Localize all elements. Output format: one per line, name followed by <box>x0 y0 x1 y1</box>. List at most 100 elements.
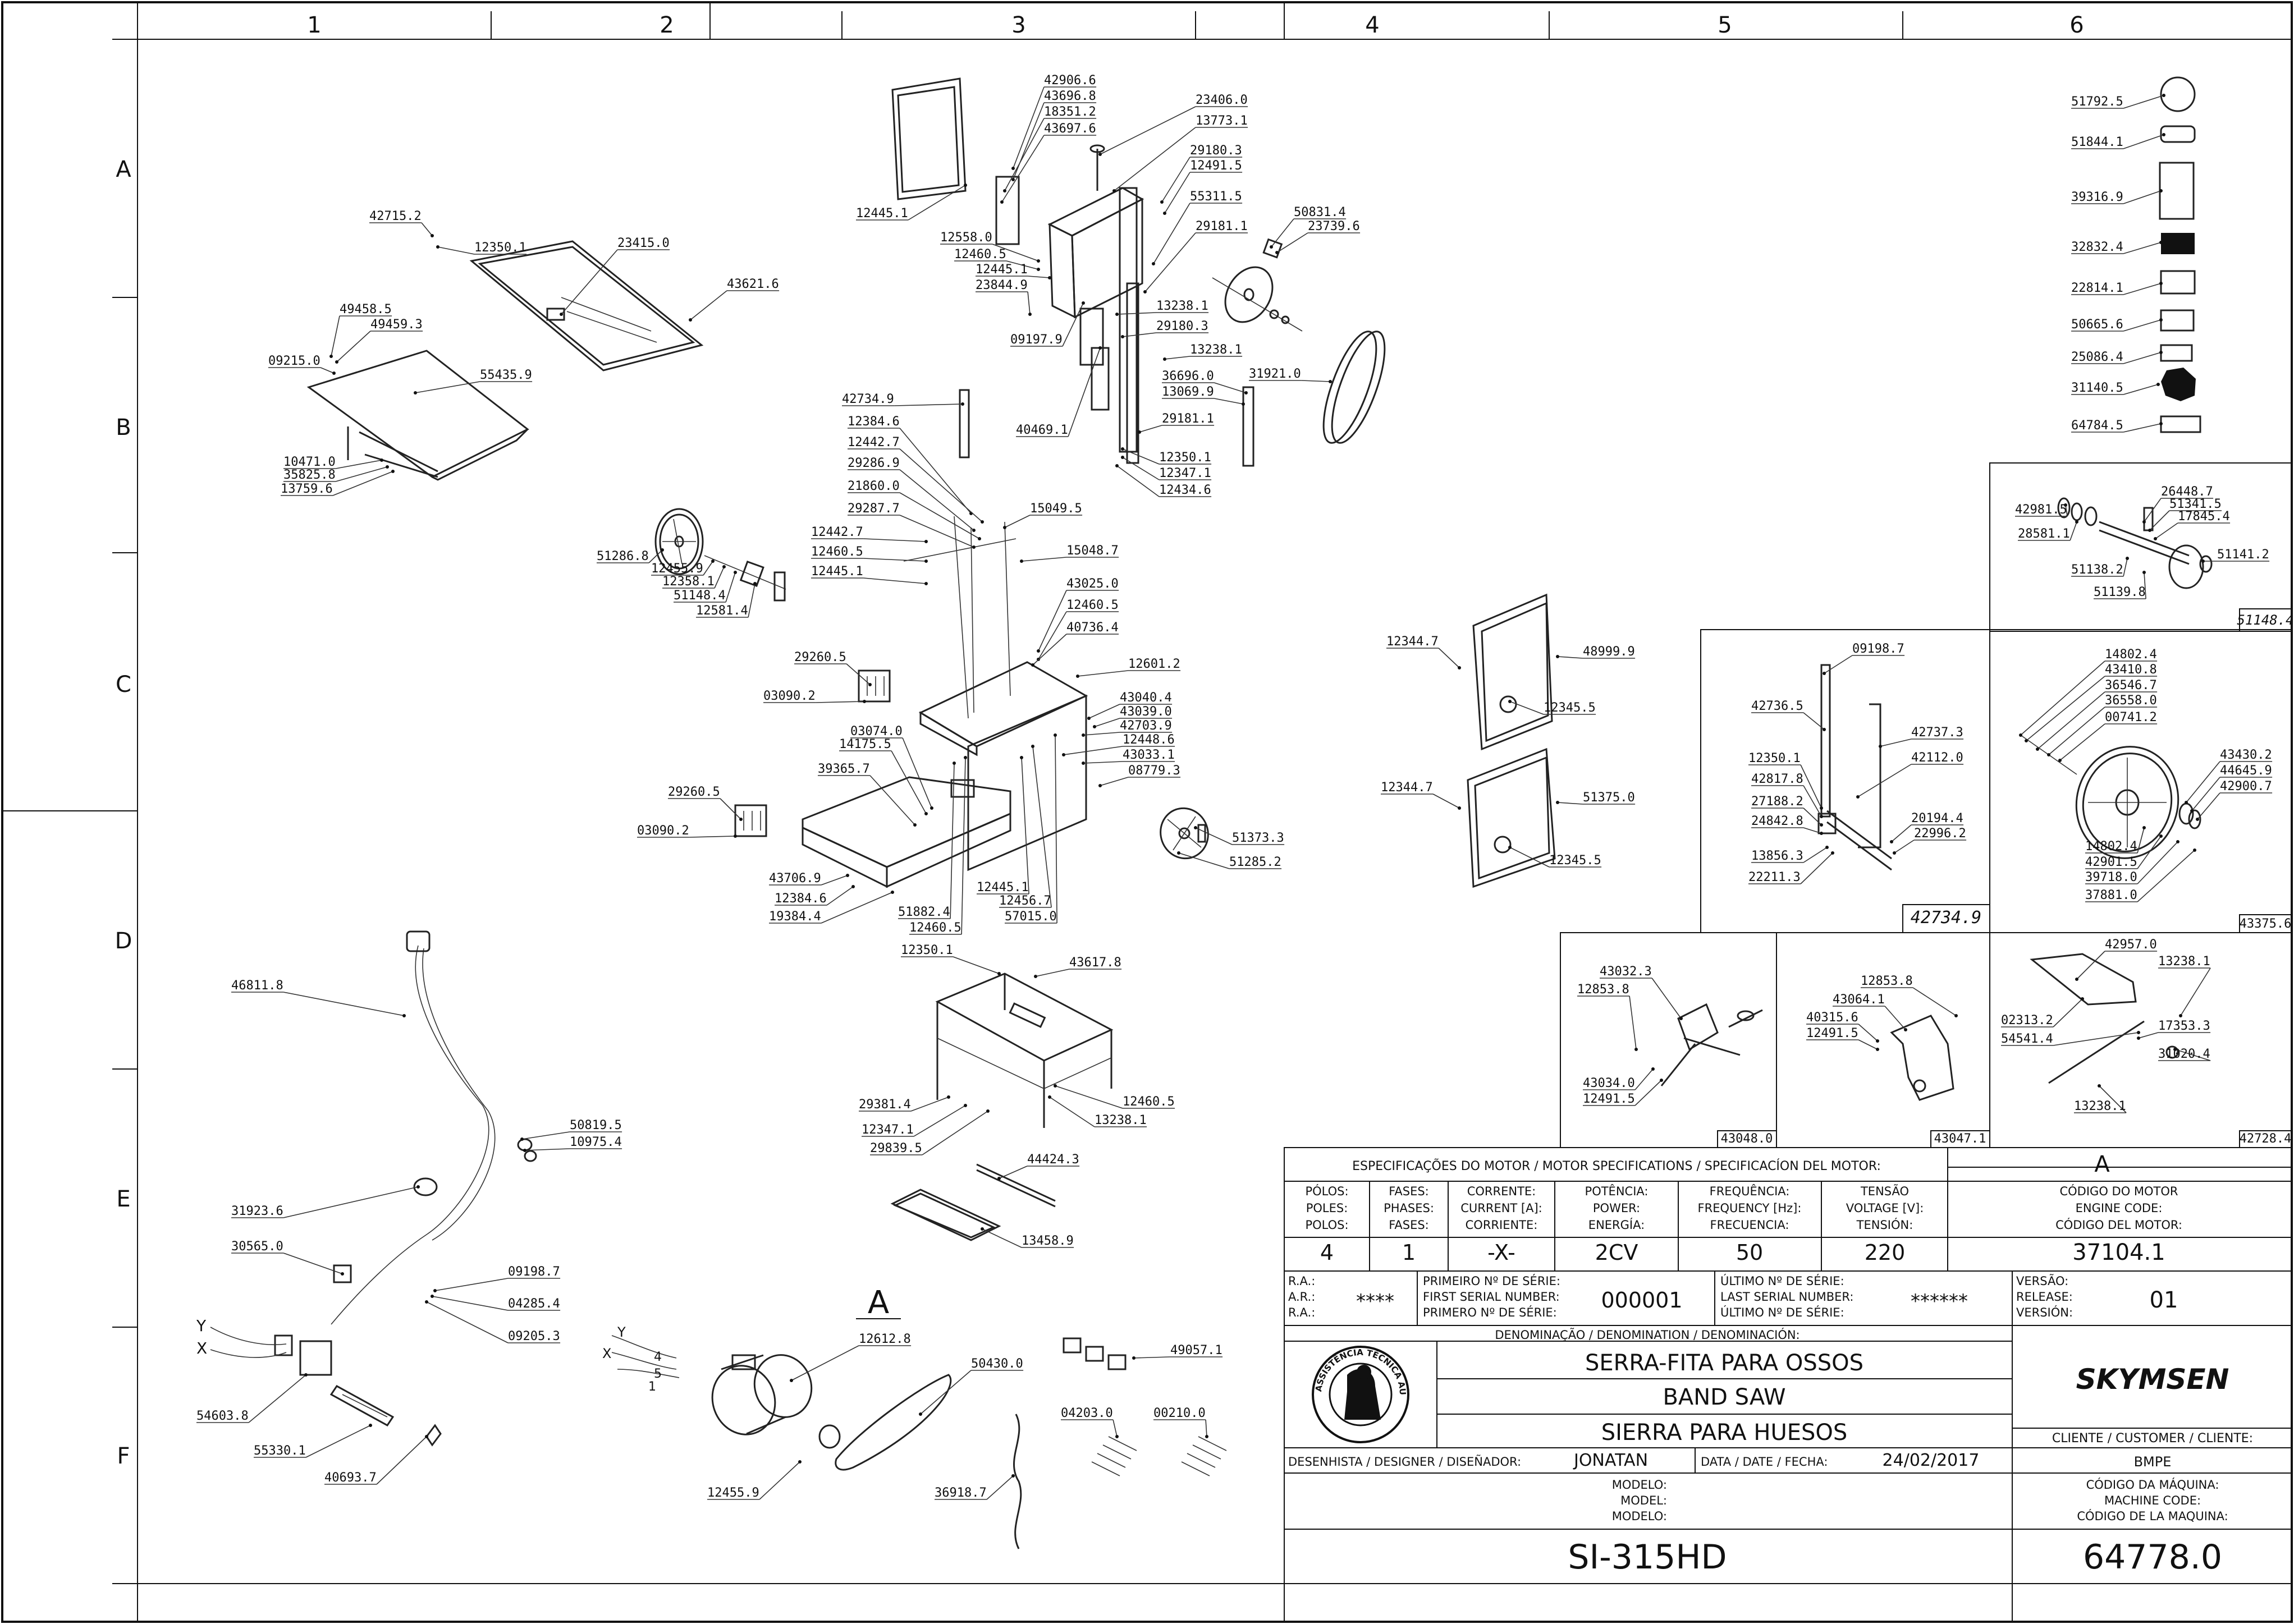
part-callout: 13238.1 <box>2158 955 2211 1017</box>
callout-anchor-dot <box>947 1095 950 1099</box>
callout-anchor-dot <box>2142 520 2146 524</box>
part-number-label: 12384.6 <box>775 892 827 906</box>
callout-anchor-dot <box>2036 747 2039 751</box>
part-callout: 13238.1 <box>2074 1084 2127 1113</box>
callout-anchor-dot <box>1138 430 1141 434</box>
part-callout: 12445.1 <box>977 756 1029 894</box>
callout-anchor-dot <box>846 874 849 877</box>
callout-leader-line <box>1062 302 1084 347</box>
part-number-label: 12445.1 <box>977 880 1029 894</box>
engine-code-label: CÓDIGO DEL MOTOR: <box>2055 1218 2182 1232</box>
part-number-label: 12350.1 <box>474 241 526 255</box>
part-number-label: 12491.5 <box>1806 1026 1858 1040</box>
callout-leader-line <box>1164 356 1191 360</box>
callout-anchor-dot <box>1115 1435 1119 1438</box>
part-callout: 00210.0 <box>1153 1406 1208 1438</box>
part-callout: 42112.0 <box>1856 751 1964 799</box>
power-label: POWER: <box>1593 1201 1640 1215</box>
callout-leader-line <box>2123 319 2162 332</box>
part-number-label: 13069.9 <box>1162 385 1214 399</box>
callout-anchor-dot <box>1087 717 1091 720</box>
client-value: BMPE <box>2134 1454 2172 1470</box>
callout-leader-line <box>1028 276 1050 278</box>
part-callout: 31140.5 <box>2071 381 2160 395</box>
callout-anchor-dot <box>1115 464 1119 467</box>
part-number-label: 42715.2 <box>369 209 422 223</box>
part-number-label: 15049.5 <box>1030 502 1082 516</box>
last-serial-value: ****** <box>1911 1290 1968 1313</box>
callout-anchor-dot <box>924 812 928 815</box>
part-number-label: 12345.5 <box>1544 701 1596 715</box>
first-serial-value: 000001 <box>1601 1288 1682 1313</box>
callout-anchor-dot <box>1876 1048 1879 1051</box>
part-callout: 43696.8 <box>1011 89 1097 181</box>
callout-leader-line <box>1032 634 1067 666</box>
panel-id: 43048.0 <box>1721 1132 1773 1146</box>
panel-id: 43047.1 <box>1934 1132 1986 1146</box>
callout-leader-line <box>1006 260 1039 270</box>
part-number-label: 12455.9 <box>651 562 703 576</box>
brand-logo: SKYMSEN <box>2076 1363 2229 1396</box>
part-callout: 09205.3 <box>425 1300 561 1343</box>
poles-label: POLES: <box>1306 1201 1348 1215</box>
part-callout: 44645.9 <box>2190 764 2273 813</box>
part-number-label: 51139.8 <box>2094 585 2146 599</box>
part-number-label: 21860.0 <box>848 479 900 493</box>
column-label: 5 <box>1718 12 1732 38</box>
part-number-label: 12460.5 <box>1123 1095 1175 1109</box>
callout-anchor-dot <box>1270 245 1273 249</box>
callout-anchor-dot <box>1831 851 1834 855</box>
callout-anchor-dot <box>1660 1079 1663 1082</box>
callout-leader-line <box>1122 448 1160 465</box>
part-number-label: 12612.8 <box>859 1332 911 1346</box>
part-number-label: 39718.0 <box>2085 870 2137 884</box>
part-callout: 42817.8 <box>1751 772 1823 818</box>
part-number-label: 51792.5 <box>2071 95 2123 109</box>
part-number-label: 43621.6 <box>727 277 779 291</box>
part-number-label: 51373.3 <box>1232 831 1284 845</box>
callout-leader-line <box>2137 850 2195 902</box>
part-callout: 51138.2 <box>2071 557 2129 577</box>
callout-leader-line <box>899 428 972 514</box>
part-number-label: 36918.7 <box>935 1486 987 1500</box>
callout-anchor-dot <box>924 559 928 563</box>
motor-wire-letter: 1 <box>648 1380 656 1394</box>
callout-anchor-dot <box>520 1137 524 1141</box>
version-label: VERSÃO: <box>2016 1273 2068 1288</box>
current-label: CORRIENTE: <box>1466 1218 1538 1232</box>
handwheel-upper-drawing <box>1212 266 1303 332</box>
callout-leader-line <box>335 460 382 469</box>
callout-leader-line <box>2137 841 2178 884</box>
callout-anchor-dot <box>560 313 563 316</box>
part-callout: 09198.7 <box>433 1265 561 1292</box>
date-label: DATA / DATE / FECHA: <box>1701 1455 1828 1469</box>
voltage-value: 220 <box>1865 1240 1906 1265</box>
callout-leader-line <box>689 836 736 838</box>
part-number-label: 22996.2 <box>1914 827 1966 841</box>
callout-anchor-dot <box>753 582 757 585</box>
part-callout: 12344.7 <box>1381 781 1461 810</box>
part-callout: 27188.2 <box>1751 795 1823 827</box>
part-number-label: 12460.5 <box>954 247 1006 262</box>
part-number-label: 37881.0 <box>2085 888 2137 902</box>
part-number-label: 29181.1 <box>1162 412 1214 426</box>
poles-label: POLOS: <box>1305 1218 1348 1232</box>
callout-leader-line <box>2026 676 2105 741</box>
callout-leader-line <box>1021 757 1029 894</box>
model-label: MODELO: <box>1612 1478 1667 1492</box>
callout-leader-line <box>950 763 955 919</box>
column-label: 2 <box>660 12 674 38</box>
callout-anchor-dot <box>1651 1067 1655 1071</box>
part-callout: 42736.5 <box>1751 699 1826 731</box>
part-number-label: 09197.9 <box>1010 333 1063 347</box>
callout-leader-line <box>1116 312 1157 315</box>
callout-anchor-dot <box>2075 520 2078 524</box>
phases-label: FASES: <box>1389 1185 1429 1198</box>
part-number-label: 15048.7 <box>1066 544 1119 558</box>
part-number-label: 23844.9 <box>976 278 1028 292</box>
part-callout: 37881.0 <box>2085 848 2196 902</box>
callout-anchor-dot <box>661 548 664 552</box>
callout-leader-line <box>376 1436 427 1485</box>
callout-leader-line <box>690 290 727 320</box>
callout-leader-line <box>1021 557 1067 562</box>
